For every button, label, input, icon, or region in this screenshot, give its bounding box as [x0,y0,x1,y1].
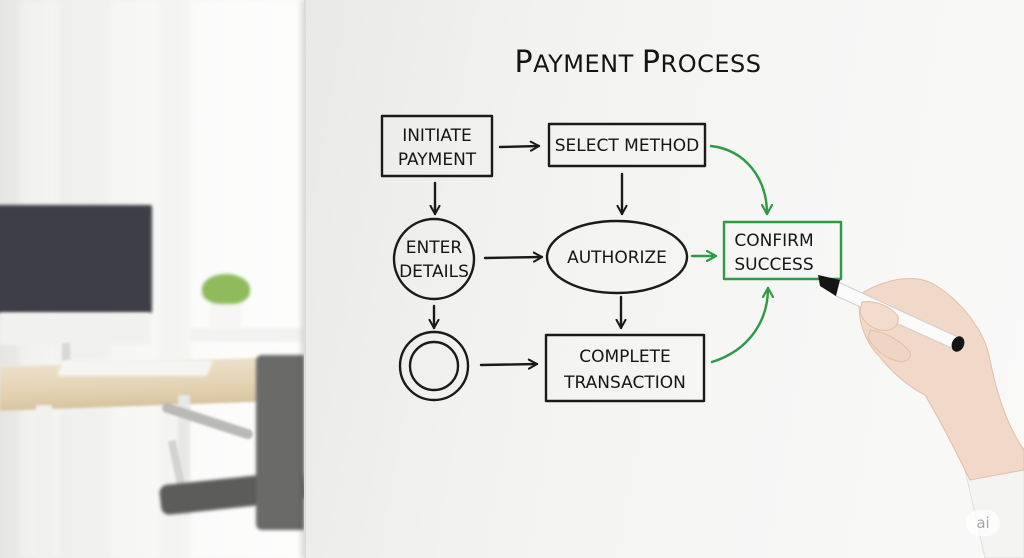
monitor-stand [62,343,70,361]
computer-monitor [0,205,152,313]
node-complete-transaction: COMPLETE TRANSACTION [544,333,706,403]
whiteboard-edge [304,0,306,558]
desk-leg [36,405,52,558]
node-end-state [398,330,470,402]
arrow-initiate-to-select [498,146,541,147]
node-confirm-success: CONFIRM SUCCESS [722,220,843,281]
node-label: TRANSACTION [563,373,686,393]
node-label: ENTER [406,238,463,258]
node-label: SELECT METHOD [555,136,699,156]
node-label: SUCCESS [734,255,813,275]
office-chair [256,355,304,530]
hand-with-marker [818,275,1024,558]
node-authorize: AUTHORIZE [545,219,689,295]
potted-plant [202,274,250,304]
node-label: COMPLETE [579,347,671,367]
arrow-end-to-complete [479,364,539,365]
node-label: CONFIRM [734,231,813,251]
ai-watermark-badge: ai [966,510,1000,536]
node-label: AUTHORIZE [567,248,667,268]
node-select-method: SELECT METHOD [547,122,707,168]
node-initiate-payment: INITIATE PAYMENT [380,114,494,178]
arrow-complete-to-confirm [710,286,768,364]
node-enter-details: ENTER DETAILS [392,217,476,301]
edges-green [690,144,768,364]
monitor-bezel [0,313,150,345]
node-label: DETAILS [399,262,469,282]
arrow-select-to-confirm [709,144,767,216]
arrow-enter-to-authorize [483,257,544,258]
diagram-title: PAYMENT PROCESS [515,45,762,80]
window-sill [190,328,304,342]
background-office [0,0,304,558]
edges-black [434,146,622,365]
node-label: INITIATE [402,126,472,146]
node-label: PAYMENT [398,150,477,170]
